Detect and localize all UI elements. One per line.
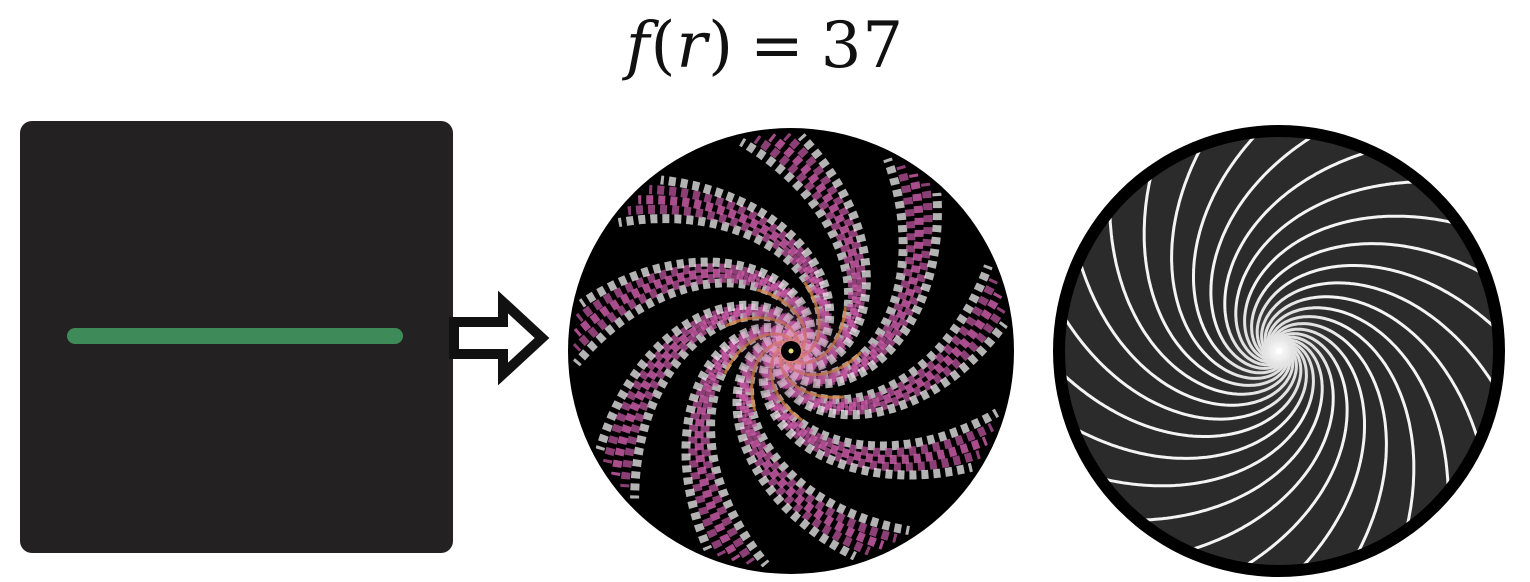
- right-center-dot: [1276, 348, 1282, 354]
- output-spiral-disk: [568, 128, 1014, 574]
- mid-center-dot: [788, 348, 794, 354]
- formula-title: f(r)=37: [0, 14, 1530, 78]
- formula-function: f: [625, 9, 651, 83]
- input-image-panel: [20, 121, 453, 553]
- formula-close-paren: ): [708, 9, 735, 83]
- reference-spiral-disk: [1053, 125, 1505, 577]
- formula-equals: =: [750, 9, 805, 83]
- formula-variable: r: [676, 9, 709, 83]
- line-segment: [67, 328, 403, 344]
- double-line-right-arrow-icon: [449, 290, 550, 386]
- formula-open-paren: (: [650, 9, 677, 83]
- formula-value: 37: [820, 9, 905, 83]
